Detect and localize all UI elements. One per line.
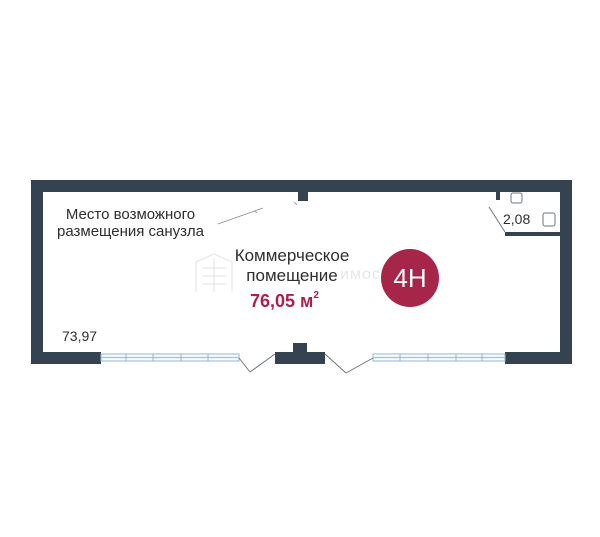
note-pointer [217,201,298,225]
top-column [298,192,308,201]
watermark-logo [195,253,233,292]
bottom-left-wall [31,352,101,364]
left-wall [31,180,43,364]
door-right-leaf-a [324,353,347,374]
bottom-right-wall [505,352,572,364]
pointer-line [217,207,264,225]
door-left-leaf-a [238,357,251,373]
note-line-2: размещения санузла [57,223,204,241]
room-name: Коммерческое помещение [222,246,362,285]
watermark-text: имос [340,266,381,283]
right-wall [560,180,572,364]
wall-length-label: 73,97 [62,328,98,344]
wc-partition-bottom [505,232,562,236]
wc-partition-top [496,190,500,200]
room-name-line-2: помещение [246,265,338,285]
wc-door-line [488,206,506,233]
room-area-unit-sup: 2 [313,290,319,301]
central-pier-cap [293,343,307,353]
possible-wc-note: Место возможного размещения санузла [57,206,204,241]
note-line-1: Место возможного [65,206,196,223]
room-area: 76,05 м2 [250,290,319,312]
unit-number-badge: 4Н [381,249,439,307]
door-left-leaf-b [249,353,276,373]
room-name-line-1: Коммерческое [234,246,350,265]
wc-area-label: 2,08 [503,211,531,227]
wc-fixtures [488,192,556,233]
top-wall [31,180,572,192]
central-pier [275,352,325,364]
room-area-value: 76,05 м [250,291,314,311]
door-right-leaf-b [345,357,374,374]
walls [31,180,572,364]
toilet-icon [510,192,523,204]
windows [100,353,506,362]
doors [238,353,374,374]
sink-icon [542,212,556,227]
